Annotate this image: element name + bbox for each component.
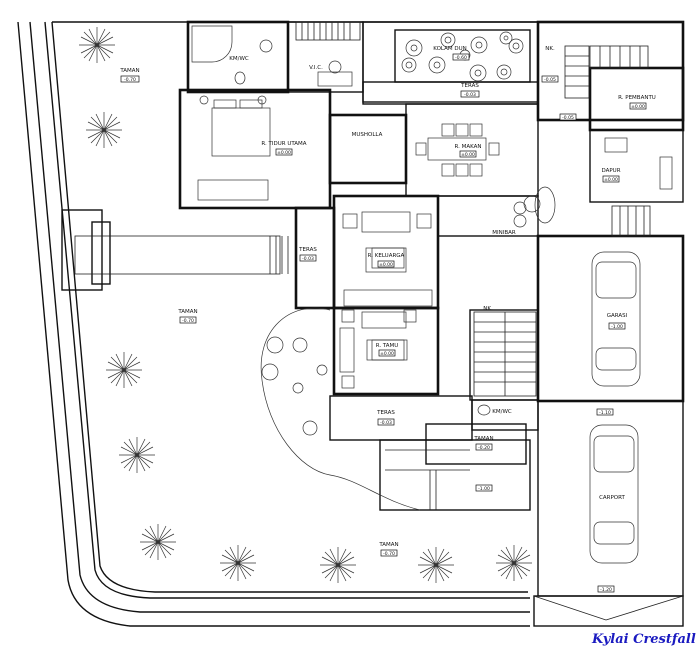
label-teras-s: TERAS [376, 410, 395, 416]
svg-text:-0.70: -0.70 [182, 318, 194, 324]
site-boundary [17, 21, 540, 627]
label-r-tamu: R. TAMU [376, 343, 399, 349]
svg-text:-0.03: -0.03 [464, 92, 476, 98]
svg-text:±0.00: ±0.00 [379, 262, 393, 268]
svg-text:±0.00: ±0.00 [604, 177, 618, 183]
svg-text:±0.00: ±0.00 [631, 104, 645, 110]
label-teras-w: TERAS [298, 247, 317, 253]
furniture [191, 25, 673, 416]
label-dapur: DAPUR [601, 168, 620, 174]
svg-text:-0.03: -0.03 [302, 256, 314, 262]
label-r-pembantu: R. PEMBANTU [618, 95, 656, 101]
trees [79, 27, 532, 583]
svg-text:±0.00: ±0.00 [461, 152, 475, 158]
svg-text:-0.20: -0.20 [478, 445, 490, 451]
label-carport: CARPORT [599, 495, 625, 501]
pond-stones [401, 31, 524, 82]
svg-text:-1.00: -1.00 [478, 486, 490, 492]
label-r-keluarga: R. KELUARGA [368, 253, 405, 259]
label-musholla: MUSHOLLA [352, 132, 383, 138]
svg-text:-0.05: -0.05 [562, 115, 574, 121]
label-teras-n: TERAS [460, 83, 479, 89]
label-taman-s: TAMAN [378, 542, 398, 548]
label-vic: V.I.C. [309, 65, 323, 71]
cars [589, 251, 641, 564]
svg-text:±0.00: ±0.00 [380, 351, 394, 357]
building-walls [178, 20, 685, 627]
label-r-tidur: R. TIDUR UTAMA [261, 141, 306, 147]
label-r-makan: R. MAKAN [454, 144, 481, 150]
label-minibar: MINIBAR [492, 230, 516, 236]
label-taman-s2: TAMAN [473, 436, 493, 442]
svg-text:-0.60: -0.60 [455, 55, 467, 61]
watermark: Kylai Crestfall [591, 632, 696, 647]
svg-text:-0.05: -0.05 [544, 77, 556, 83]
label-nk-mid: NK. [483, 306, 493, 312]
svg-text:-1.20: -1.20 [600, 587, 612, 593]
svg-text:-1.00: -1.00 [611, 324, 623, 330]
label-kmwc2: KM/WC [492, 409, 512, 415]
svg-text:-0.70: -0.70 [383, 551, 395, 557]
svg-text:-1.10: -1.10 [599, 410, 611, 416]
svg-text:-0.70: -0.70 [124, 77, 136, 83]
label-taman-nw: TAMAN [119, 68, 139, 74]
label-kmwc: KM/WC [229, 56, 249, 62]
entry-walkway [61, 209, 289, 291]
room-labels: TAMAN -0.70 KM/WC V.I.C. KOLAM DUN -0.60… [119, 46, 656, 593]
label-kolam: KOLAM DUN [433, 46, 466, 52]
garden-shrubs [260, 307, 421, 511]
stairs [295, 21, 651, 510]
label-garasi: GARASI [607, 313, 628, 319]
label-taman-w: TAMAN [177, 309, 197, 315]
svg-text:±0.00: ±0.00 [277, 150, 291, 156]
label-nk-top: NK. [545, 46, 555, 52]
svg-text:-0.03: -0.03 [380, 420, 392, 426]
